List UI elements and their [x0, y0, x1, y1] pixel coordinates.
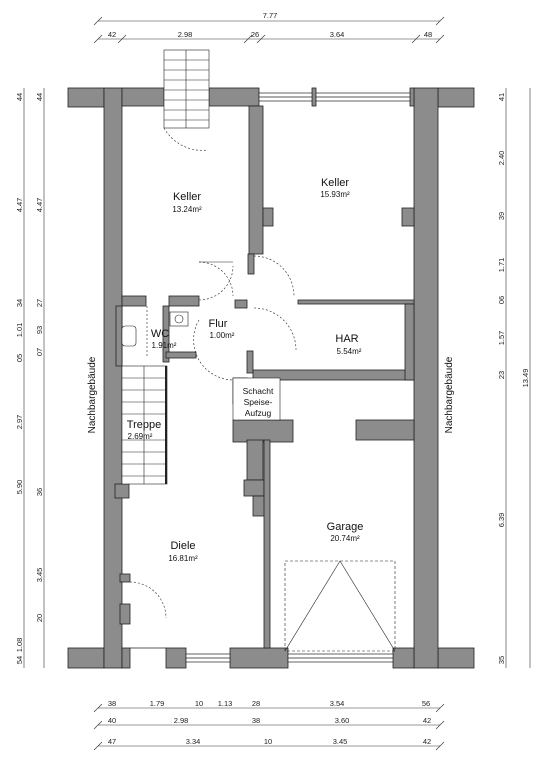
dim-bottom3-3: 10	[264, 737, 272, 746]
dim-left-inner-6: 36	[35, 488, 44, 496]
room-wc-area: 1.91m²	[152, 341, 177, 350]
wc-fixtures	[121, 306, 189, 356]
dim-bottom3-2: 3.34	[186, 737, 201, 746]
dim-bottom2-3: 38	[252, 716, 260, 725]
dim-right-7: 23	[497, 371, 506, 379]
schacht-line2: Speise-	[244, 397, 273, 407]
dim-left-1: 44	[15, 93, 24, 101]
dim-bottom2-1: 40	[108, 716, 116, 725]
dim-top-2: 2.98	[178, 30, 193, 39]
dim-top-3: 26	[251, 30, 259, 39]
dim-left-inner-5: 07	[35, 348, 44, 356]
room-keller2-name: Keller	[321, 177, 349, 189]
dim-right-1: 41	[497, 93, 506, 101]
dim-bottom1-5: 28	[252, 699, 260, 708]
room-har-area: 5.54m²	[337, 347, 362, 356]
dim-right-5: 06	[497, 296, 506, 304]
dim-right-9: 35	[497, 656, 506, 664]
dim-right-total: 13.49	[521, 369, 530, 388]
dim-left-inner-1: 44	[35, 93, 44, 101]
doors	[129, 255, 396, 652]
schacht-box	[232, 377, 281, 421]
right-dim-texts: 13.49 41 2.40 39 1.71 06 1.57 23 6.39 35	[497, 93, 530, 664]
dim-bottom1-1: 38	[108, 699, 116, 708]
dim-bottom1-3: 10	[195, 699, 203, 708]
dim-left-4: 1.01	[15, 323, 24, 338]
dim-left-5: 05	[15, 354, 24, 362]
left-dim-texts: 44 4.47 34 1.01 05 2.97 5.90 1.08 54 44 …	[15, 93, 44, 664]
dim-left-8: 1.08	[15, 638, 24, 653]
dim-bottom1-6: 3.54	[330, 699, 345, 708]
treppe-stairs	[121, 365, 168, 485]
neighbor-left-label: Nachbargebäude	[87, 356, 98, 433]
windows	[185, 92, 411, 663]
room-keller2-area: 15.93m²	[320, 190, 350, 199]
schacht-line3: Aufzug	[245, 408, 272, 418]
dim-right-6: 1.57	[497, 331, 506, 346]
dim-left-inner-3: 27	[35, 299, 44, 307]
top-dimensions	[93, 16, 445, 44]
dim-left-9: 54	[15, 656, 24, 664]
room-keller1-name: Keller	[173, 191, 201, 203]
dim-bottom2-5: 42	[423, 716, 431, 725]
bottom-dim-texts: 38 1.79 10 1.13 28 3.54 56 40 2.98 38 3.…	[108, 699, 431, 746]
dim-bottom2-4: 3.60	[335, 716, 350, 725]
dim-right-3: 39	[497, 212, 506, 220]
room-flur-name: Flur	[209, 318, 228, 330]
room-wc-name: WC	[151, 328, 169, 340]
schacht-line1: Schacht	[243, 386, 274, 396]
right-dimensions	[505, 88, 531, 668]
room-treppe-area: 2.69m²	[128, 432, 153, 441]
dim-bottom2-2: 2.98	[174, 716, 189, 725]
dim-bottom1-2: 1.79	[150, 699, 165, 708]
dim-top-total: 7.77	[263, 11, 278, 20]
room-keller1-area: 13.24m²	[172, 205, 202, 214]
neighbor-right-label: Nachbargebäude	[444, 356, 455, 433]
dim-bottom3-5: 42	[423, 737, 431, 746]
dim-right-8: 6.39	[497, 513, 506, 528]
room-diele-area: 16.81m²	[168, 554, 198, 563]
room-garage-area: 20.74m²	[330, 534, 360, 543]
dim-left-inner-2: 4.47	[35, 198, 44, 213]
dim-left-inner-4: 93	[35, 326, 44, 334]
dim-top-4: 3.64	[330, 30, 345, 39]
room-har-name: HAR	[335, 333, 358, 345]
dim-bottom1-7: 56	[422, 699, 430, 708]
dim-bottom1-4: 1.13	[218, 699, 233, 708]
left-dimensions	[23, 88, 45, 668]
dim-left-inner-7: 3.45	[35, 568, 44, 583]
room-treppe-name: Treppe	[127, 419, 161, 431]
top-stairs	[163, 49, 210, 151]
dim-top-1: 42	[108, 30, 116, 39]
room-garage-name: Garage	[327, 521, 364, 533]
walls	[67, 87, 475, 669]
dim-left-7: 5.90	[15, 480, 24, 495]
dim-left-3: 34	[15, 299, 24, 307]
dim-right-2: 2.40	[497, 151, 506, 166]
dim-left-2: 4.47	[15, 198, 24, 213]
dim-bottom3-1: 47	[108, 737, 116, 746]
dim-bottom3-4: 3.45	[333, 737, 348, 746]
dim-left-inner-8: 20	[35, 614, 44, 622]
dim-top-5: 48	[424, 30, 432, 39]
room-diele-name: Diele	[170, 540, 195, 552]
room-flur-area: 1.00m²	[210, 331, 235, 340]
dim-left-6: 2.97	[15, 415, 24, 430]
bottom-dimensions	[93, 703, 445, 751]
dim-right-4: 1.71	[497, 258, 506, 273]
